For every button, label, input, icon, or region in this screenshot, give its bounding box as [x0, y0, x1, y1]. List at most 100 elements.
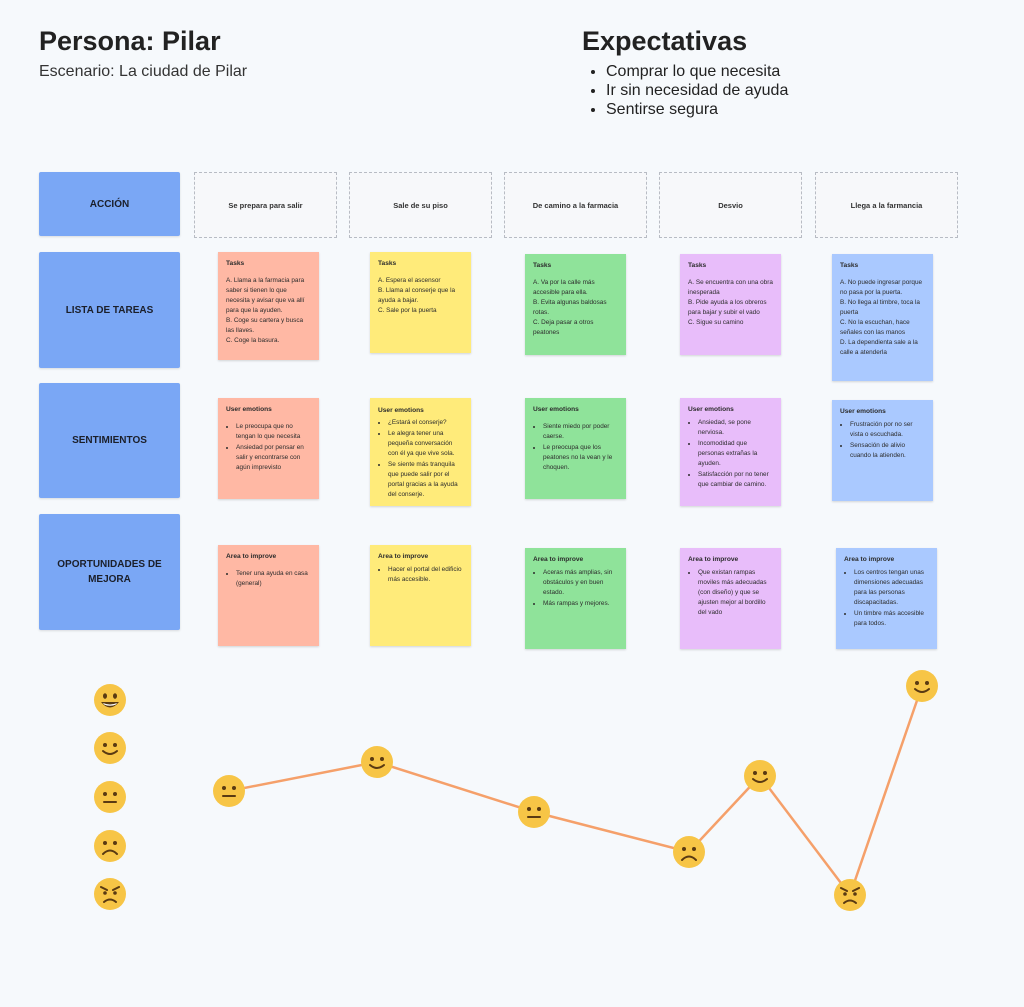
emotion-list: Siente miedo por poder caerse. Le preocu…: [533, 422, 618, 473]
note-title: Tasks: [226, 260, 245, 267]
improvement-item: Hacer el portal del edificio más accesib…: [388, 565, 463, 585]
emotion-item: Satisfacción por no tener que cambiar de…: [698, 470, 773, 490]
note-title: User emotions: [378, 407, 424, 414]
journey-line: [228, 685, 924, 898]
improvement-note[interactable]: Area to improve Tener una ayuda en casa …: [218, 545, 319, 646]
journey-angry-emoji-icon: [833, 878, 867, 912]
task-line: B. No llega al timbre, toca la puerta: [840, 299, 920, 316]
note-title: Area to improve: [226, 553, 277, 560]
improvement-note[interactable]: Area to improve Los centros tengan unas …: [836, 548, 937, 649]
task-note[interactable]: Tasks A. Va por la calle más accesible p…: [525, 254, 626, 355]
emotion-note[interactable]: User emotions Siente miedo por poder cae…: [525, 398, 626, 499]
task-line: A. Va por la calle más accesible para el…: [533, 279, 595, 296]
note-title: Area to improve: [533, 556, 584, 563]
emotion-item: Siente miedo por poder caerse.: [543, 422, 618, 442]
emotion-item: Le preocupa que no tengan lo que necesit…: [236, 422, 311, 442]
improvement-note[interactable]: Area to improve Hacer el portal del edif…: [370, 545, 471, 646]
journey-smile-emoji-icon: [360, 745, 394, 779]
task-note[interactable]: Tasks A. Llama a la farmacia para saber …: [218, 252, 319, 360]
emotion-item: Incomodidad que personas extrañas la ayu…: [698, 439, 773, 469]
improvement-item: Aceras más amplias, sin obstáculos y en …: [543, 568, 618, 598]
row-label-sentimientos: SENTIMIENTOS: [39, 383, 180, 498]
note-title: Area to improve: [378, 553, 429, 560]
improvement-list: Tener una ayuda en casa (general): [226, 569, 311, 589]
improvement-list: Los centros tengan unas dimensiones adec…: [844, 568, 929, 629]
task-line: A. Llama a la farmacia para saber si tie…: [226, 277, 305, 314]
expectation-item: Comprar lo que necesita: [606, 62, 788, 81]
emotion-note[interactable]: User emotions Le preocupa que no tengan …: [218, 398, 319, 499]
note-title: Area to improve: [688, 556, 739, 563]
task-line: A. No puede ingresar porque no pasa por …: [840, 279, 923, 296]
emotion-note[interactable]: User emotions Frustración por no ser vis…: [832, 400, 933, 501]
emotion-item: Ansiedad por pensar en salir y encontrar…: [236, 443, 311, 473]
emotion-item: ¿Estará el conserje?: [388, 418, 463, 428]
improvement-list: Que existan rampas moviles más adecuadas…: [688, 568, 773, 618]
expectation-item: Ir sin necesidad de ayuda: [606, 81, 788, 100]
note-title: Area to improve: [844, 556, 895, 563]
journey-smile-emoji-icon: [743, 759, 777, 793]
task-line: A. Espera el ascensor: [378, 277, 441, 284]
stage-card: De camino a la farmacia: [504, 172, 647, 238]
journey-smile-emoji-icon: [905, 669, 939, 703]
note-title: User emotions: [226, 406, 272, 413]
improvement-note[interactable]: Area to improve Que existan rampas movil…: [680, 548, 781, 649]
row-label-oportunidades-de-mejora: OPORTUNIDADES DE MEJORA: [39, 514, 180, 630]
task-line: B. Evita algunas baldosas rotas.: [533, 299, 607, 316]
emotion-note[interactable]: User emotions ¿Estará el conserje? Le al…: [370, 398, 471, 506]
task-line: C. Sigue su camino: [688, 319, 744, 326]
emotion-item: Se siente más tranquila que puede salir …: [388, 460, 463, 500]
stage-card: Sale de su piso: [349, 172, 492, 238]
emotion-list: Ansiedad, se pone nerviosa. Incomodidad …: [688, 418, 773, 490]
scale-neutral-emoji-icon: [93, 780, 127, 814]
persona-title: Persona: Pilar: [39, 26, 221, 56]
task-line: C. Deja pasar a otros peatones: [533, 319, 594, 336]
task-line: B. Llama al conserje que la ayuda a baja…: [378, 287, 456, 304]
note-title: Tasks: [378, 260, 397, 267]
emotion-item: Ansiedad, se pone nerviosa.: [698, 418, 773, 438]
note-title: Tasks: [533, 262, 552, 269]
task-line: A. Se encuentra con una obra inesperada: [688, 279, 773, 296]
scale-angry-emoji-icon: [93, 877, 127, 911]
emotion-item: Le preocupa que los peatones no la vean …: [543, 443, 618, 473]
improvement-item: Los centros tengan unas dimensiones adec…: [854, 568, 929, 608]
note-title: User emotions: [840, 408, 886, 415]
emotion-list: Le preocupa que no tengan lo que necesit…: [226, 422, 311, 473]
emotion-list: ¿Estará el conserje? Le alegra tener una…: [378, 418, 463, 500]
note-title: User emotions: [688, 406, 734, 413]
improvement-list: Hacer el portal del edificio más accesib…: [378, 565, 463, 585]
scenario-subtitle: Escenario: La ciudad de Pilar: [39, 63, 248, 80]
note-title: Tasks: [688, 262, 707, 269]
task-note[interactable]: Tasks A. No puede ingresar porque no pas…: [832, 254, 933, 381]
task-note[interactable]: Tasks A. Espera el ascensor B. Llama al …: [370, 252, 471, 353]
expectations-list: Comprar lo que necesita Ir sin necesidad…: [584, 62, 788, 119]
improvement-item: Tener una ayuda en casa (general): [236, 569, 311, 589]
improvement-list: Aceras más amplias, sin obstáculos y en …: [533, 568, 618, 609]
improvement-note[interactable]: Area to improve Aceras más amplias, sin …: [525, 548, 626, 649]
scale-sad-emoji-icon: [93, 829, 127, 863]
expectations-title: Expectativas: [582, 26, 748, 56]
emotion-item: Le alegra tener una pequeña conversación…: [388, 429, 463, 459]
task-line: C. No la escuchan, hace señales con las …: [840, 319, 910, 336]
improvement-item: Más rampas y mejores.: [543, 599, 618, 609]
emotion-item: Sensación de alivio cuando la atienden.: [850, 441, 925, 461]
stage-card: Se prepara para salir: [194, 172, 337, 238]
task-line: B. Pide ayuda a los obreros para bajar y…: [688, 299, 767, 316]
note-title: Tasks: [840, 262, 859, 269]
emotion-note[interactable]: User emotions Ansiedad, se pone nerviosa…: [680, 398, 781, 506]
expectation-item: Sentirse segura: [606, 100, 788, 119]
journey-neutral-emoji-icon: [212, 774, 246, 808]
stage-card: Desvio: [659, 172, 802, 238]
scale-grin-emoji-icon: [93, 683, 127, 717]
journey-neutral-emoji-icon: [517, 795, 551, 829]
note-title: User emotions: [533, 406, 579, 413]
emotion-item: Frustración por no ser vista o escuchada…: [850, 420, 925, 440]
task-line: D. La dependienta sale a la calle a aten…: [840, 339, 918, 356]
task-line: C. Sale por la puerta: [378, 307, 437, 314]
task-line: B. Coge su cartera y busca las llaves.: [226, 317, 304, 334]
improvement-item: Un timbre más accesible para todos.: [854, 609, 929, 629]
improvement-item: Que existan rampas moviles más adecuadas…: [698, 568, 773, 618]
task-note[interactable]: Tasks A. Se encuentra con una obra inesp…: [680, 254, 781, 355]
journey-sad-emoji-icon: [672, 835, 706, 869]
task-line: C. Coge la basura.: [226, 337, 280, 344]
